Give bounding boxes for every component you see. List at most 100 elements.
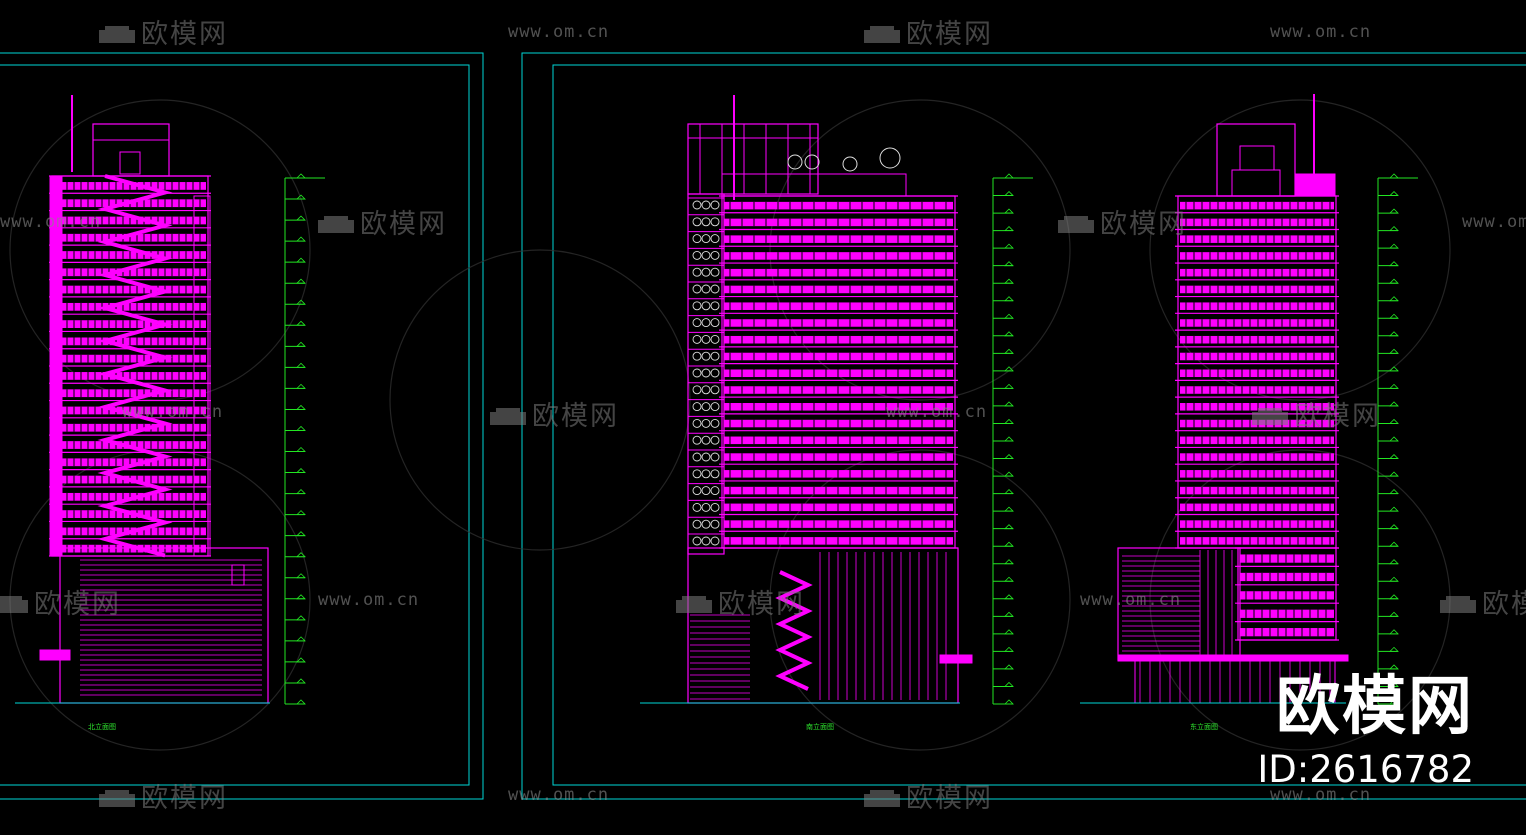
watermark-brand: 欧模网 bbox=[1250, 394, 1381, 433]
level-marker bbox=[296, 531, 306, 537]
east-elevation-building bbox=[1080, 94, 1349, 704]
level-marker bbox=[1004, 506, 1014, 512]
balcony-plant bbox=[710, 435, 720, 445]
watermark-brand: 欧模网 bbox=[674, 582, 805, 621]
model-id-stamp: ID:2616782 bbox=[1257, 748, 1474, 791]
level-marker bbox=[296, 510, 306, 516]
watermark-brand: 欧模网 bbox=[1056, 202, 1187, 241]
balcony-plant bbox=[692, 536, 702, 546]
level-marker bbox=[1004, 594, 1014, 600]
level-marker bbox=[1004, 173, 1014, 179]
balcony-plant bbox=[692, 486, 702, 496]
level-marker bbox=[296, 678, 306, 684]
balcony-plant bbox=[701, 469, 711, 479]
balcony-plant bbox=[701, 351, 711, 361]
balcony-plant bbox=[701, 250, 711, 260]
level-marker bbox=[1004, 489, 1014, 494]
balcony-plant bbox=[692, 385, 702, 395]
balcony-plant bbox=[692, 402, 702, 412]
level-marker bbox=[1389, 524, 1399, 530]
watermark-url: www.om.cn bbox=[318, 590, 420, 610]
floor-band bbox=[1180, 218, 1334, 227]
balcony-plant bbox=[701, 402, 711, 412]
balcony-plant bbox=[692, 301, 702, 311]
level-marker bbox=[1389, 383, 1399, 389]
level-marker bbox=[1004, 453, 1014, 459]
floor-band bbox=[1180, 470, 1334, 478]
stair-zigzag bbox=[97, 174, 173, 558]
balcony-plant bbox=[692, 284, 702, 294]
watermark-brand-text: 欧模网 bbox=[718, 589, 805, 620]
watermark-brand-text: 欧模网 bbox=[141, 19, 228, 50]
balcony-plant bbox=[710, 368, 720, 378]
level-marker bbox=[1389, 366, 1399, 372]
level-marker bbox=[296, 278, 306, 284]
balcony-plant bbox=[701, 486, 711, 496]
watermark-url: www.om.cn bbox=[508, 22, 610, 42]
elevation-caption-1: 北立面图 bbox=[88, 723, 116, 731]
level-marker bbox=[1004, 664, 1014, 670]
level-marker bbox=[1389, 296, 1399, 302]
podium-detail bbox=[231, 564, 245, 586]
watermark-brand-text: 欧模网 bbox=[34, 589, 121, 620]
level-marker bbox=[1389, 208, 1399, 214]
watermark-brand: 欧模网 bbox=[316, 202, 447, 241]
level-marker bbox=[296, 404, 306, 410]
level-marker bbox=[1004, 366, 1014, 372]
watermark-brand: 欧模网 bbox=[97, 12, 228, 51]
balcony-plant bbox=[701, 452, 711, 462]
level-marker bbox=[1004, 629, 1014, 635]
balcony-plant bbox=[692, 452, 702, 462]
balcony-plant bbox=[692, 334, 702, 344]
floor-band bbox=[1180, 252, 1334, 260]
balcony-plant bbox=[701, 334, 711, 344]
level-marker bbox=[296, 299, 306, 305]
watermark-brand: 欧模网 bbox=[97, 776, 228, 815]
level-marker bbox=[1004, 646, 1014, 652]
watermark-url: www.om.cn bbox=[1270, 785, 1372, 805]
watermark-brand-text: 欧模网 bbox=[141, 783, 228, 814]
level-marker bbox=[296, 573, 306, 579]
balcony-plant bbox=[710, 502, 720, 512]
floor-band bbox=[1180, 352, 1334, 361]
level-marker bbox=[1004, 541, 1014, 547]
floor-band bbox=[1240, 609, 1334, 618]
balcony-plant bbox=[710, 351, 720, 361]
level-marker bbox=[1389, 541, 1399, 547]
level-marker bbox=[296, 699, 306, 705]
side-column bbox=[49, 175, 63, 557]
level-marker bbox=[1004, 524, 1014, 530]
level-marker bbox=[1004, 348, 1014, 354]
watermark-brand: 欧模网 bbox=[862, 776, 993, 815]
level-marker bbox=[1389, 243, 1399, 249]
balcony-plant bbox=[710, 284, 720, 294]
level-marker bbox=[1004, 418, 1014, 424]
level-marker bbox=[1389, 261, 1399, 267]
watermark-ring-4 bbox=[769, 449, 1071, 751]
balcony-plant bbox=[701, 301, 711, 311]
elevation-caption-3: 东立面图 bbox=[1190, 723, 1218, 731]
level-marker bbox=[1389, 436, 1399, 442]
level-marker bbox=[1389, 611, 1399, 617]
level-marker bbox=[296, 215, 306, 221]
sheet-frames bbox=[0, 52, 1526, 800]
level-marker bbox=[296, 194, 306, 200]
level-marker bbox=[1004, 471, 1014, 477]
level-marker bbox=[1004, 699, 1014, 705]
level-marker bbox=[1004, 261, 1014, 267]
floor-band bbox=[1180, 302, 1334, 310]
balcony-plant bbox=[692, 351, 702, 361]
balcony-plant bbox=[692, 418, 702, 428]
floor-band bbox=[1240, 628, 1334, 637]
floor-band bbox=[1180, 403, 1334, 411]
level-marker bbox=[296, 236, 306, 242]
level-marker bbox=[296, 362, 306, 368]
balcony-plant bbox=[701, 217, 711, 227]
balcony-plant bbox=[692, 519, 702, 529]
watermark-brand-text: 欧模网 bbox=[906, 783, 993, 814]
level-marker bbox=[1004, 226, 1014, 231]
floor-band bbox=[1180, 369, 1334, 378]
balcony-plant bbox=[701, 267, 711, 277]
sheet-frame-1-outer bbox=[0, 52, 484, 800]
roof-frame bbox=[687, 123, 819, 195]
